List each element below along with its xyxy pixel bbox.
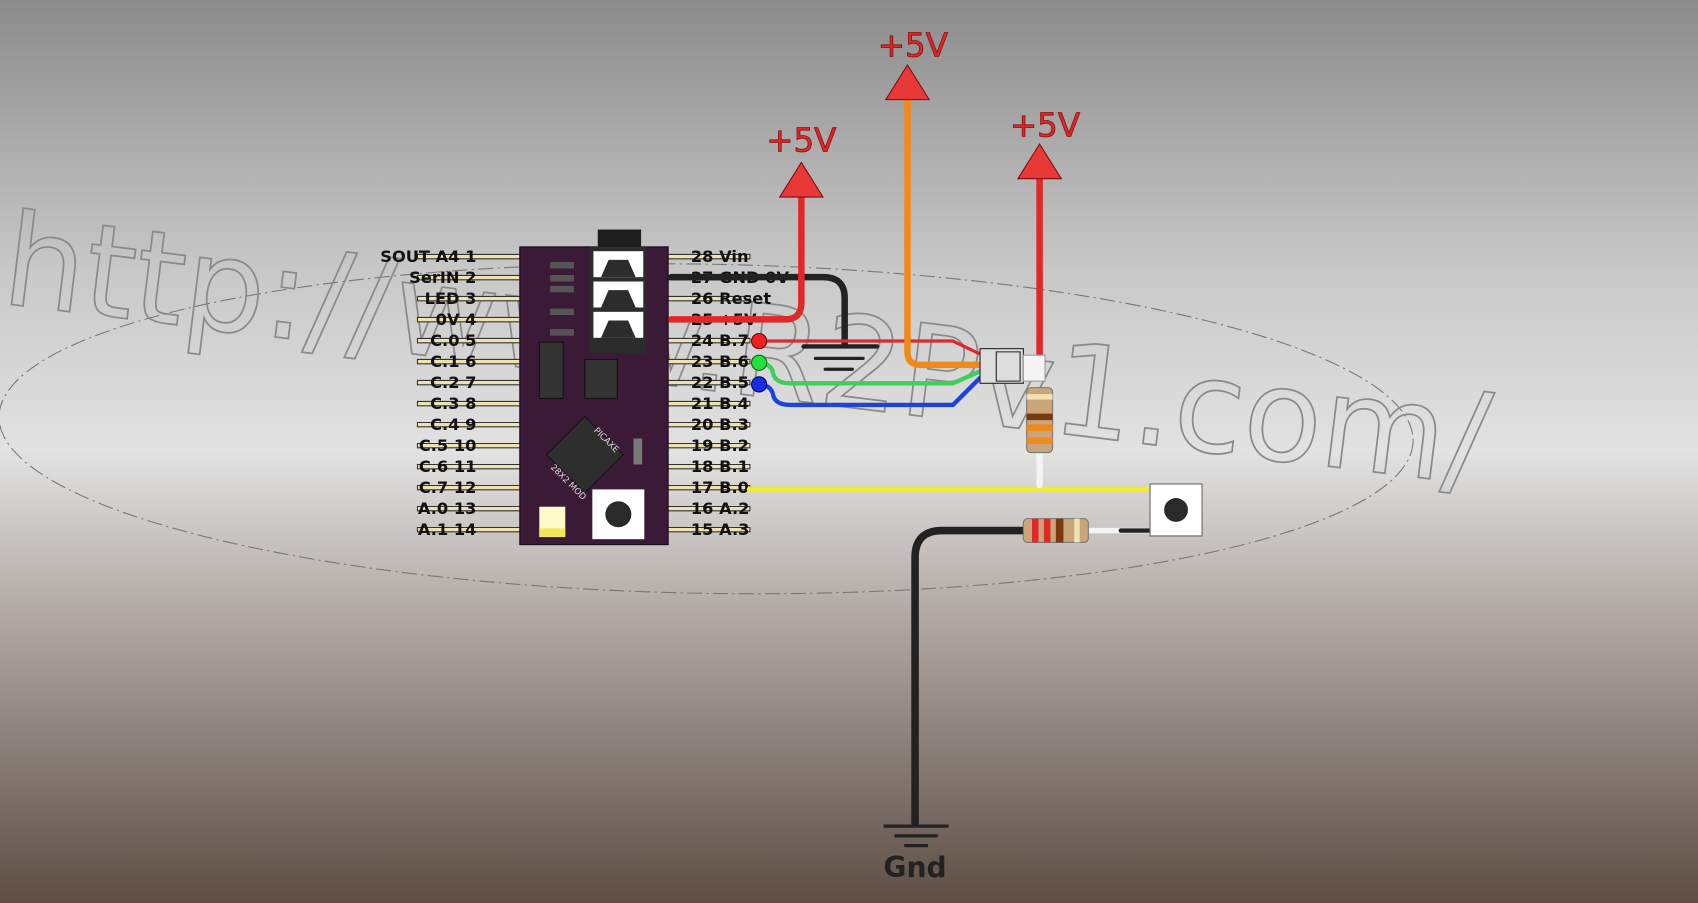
rgb-led bbox=[979, 348, 1046, 384]
wire-black-gnd bbox=[668, 273, 848, 348]
wire-red-b7 bbox=[756, 339, 982, 356]
led-green-dot bbox=[750, 354, 768, 371]
right-pin-label: 26 Reset bbox=[691, 289, 771, 308]
left-pin-label: SerIN 2 bbox=[409, 268, 476, 287]
push-button[interactable] bbox=[1149, 483, 1203, 537]
left-pin-label: C.5 10 bbox=[419, 436, 477, 455]
resistor-horizontal bbox=[1022, 518, 1089, 543]
power-arrow-3: +5V bbox=[1010, 106, 1080, 180]
resistor-vertical bbox=[1026, 387, 1054, 454]
left-pin-label: A.0 13 bbox=[418, 499, 477, 518]
right-pin-label: 20 B.3 bbox=[691, 415, 749, 434]
left-pin-label: SOUT A4 1 bbox=[380, 247, 476, 266]
svg-text:+5V: +5V bbox=[1010, 106, 1080, 144]
left-pin-label: C.4 9 bbox=[430, 415, 476, 434]
right-pin-label: 15 A.3 bbox=[691, 520, 750, 539]
right-pin-label: 18 B.1 bbox=[691, 457, 749, 476]
left-pin-label: LED 3 bbox=[425, 289, 477, 308]
ground-label: Gnd bbox=[883, 851, 946, 884]
ground-symbol-lower: Gnd bbox=[883, 824, 949, 884]
wire-red-5v bbox=[668, 189, 805, 323]
left-pin-label: C.2 7 bbox=[430, 373, 476, 392]
dash-ellipse bbox=[0, 263, 1414, 595]
right-pin-label: 21 B.4 bbox=[691, 394, 749, 413]
led-blue-dot bbox=[750, 376, 768, 393]
left-pin-label: C.6 11 bbox=[419, 457, 477, 476]
right-pin-label: 28 Vin bbox=[691, 247, 749, 266]
ground-symbol-upper bbox=[801, 344, 880, 371]
right-pin-label: 16 A.2 bbox=[691, 499, 750, 518]
power-arrow-1: +5V bbox=[766, 121, 837, 198]
right-pin-label: 22 B.5 bbox=[691, 373, 749, 392]
wire-black-gnd-lower bbox=[911, 526, 1028, 827]
left-pin-label: C.1 6 bbox=[430, 352, 476, 371]
left-pin-label: C.3 8 bbox=[430, 394, 476, 413]
led-red-dot bbox=[750, 332, 768, 350]
wire-orange bbox=[904, 96, 984, 369]
right-pin-label: 23 B.6 bbox=[691, 352, 749, 371]
svg-text:+5V: +5V bbox=[878, 26, 948, 64]
power-arrow-2: +5V bbox=[877, 26, 948, 101]
right-pin-label: 19 B.2 bbox=[691, 436, 749, 455]
left-pin-label: C.0 5 bbox=[430, 331, 476, 350]
svg-text:+5V: +5V bbox=[766, 122, 836, 160]
picaxe-board: PICAXE 28X2 MOD bbox=[519, 229, 669, 546]
header-pins bbox=[416, 253, 751, 533]
left-pin-label: A.1 14 bbox=[418, 520, 477, 539]
right-pin-label: 17 B.0 bbox=[691, 478, 749, 497]
left-pin-label: C.7 12 bbox=[419, 478, 477, 497]
right-pin-label: 24 B.7 bbox=[691, 331, 749, 350]
left-pin-label: 0V 4 bbox=[436, 310, 477, 329]
wires bbox=[668, 96, 1153, 827]
